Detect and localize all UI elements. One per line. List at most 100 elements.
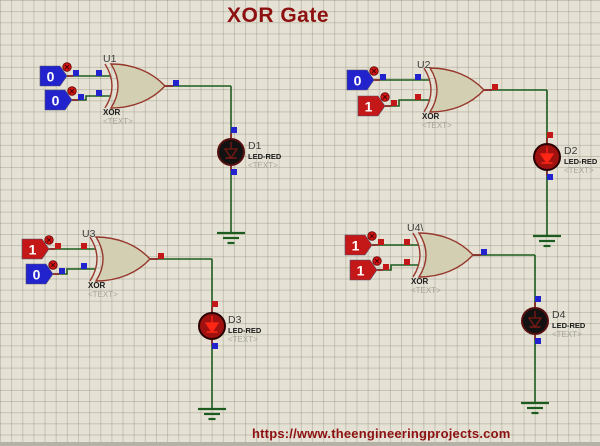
toggle-cross-icon: [369, 233, 375, 239]
xor-back-arc: [423, 67, 432, 113]
logic-indicator-square: [380, 74, 386, 80]
logic-state-body[interactable]: [44, 89, 73, 111]
logic-indicator-square: [535, 296, 541, 302]
toggle-cross-icon: [50, 262, 56, 268]
logic-state-pin-U2-b[interactable]: 1: [357, 92, 390, 117]
logic-indicator-square: [78, 94, 84, 100]
gate-placeholder: <TEXT>: [411, 286, 441, 295]
led-triangle-icon: [223, 148, 239, 160]
logic-indicator-square: [415, 94, 421, 100]
logic-state-pin-U4-b[interactable]: 1: [349, 256, 382, 281]
xor-back-arc: [104, 63, 113, 109]
logic-indicator-square: [158, 253, 164, 259]
gate-part-label: XOR: [422, 112, 440, 121]
ground-symbol: [198, 407, 226, 421]
logic-toggle-button[interactable]: [367, 231, 377, 241]
ground-symbol: [533, 234, 561, 248]
window-edge: [0, 442, 600, 446]
led-part-label: LED-RED: [228, 326, 262, 335]
logic-indicator-square: [81, 243, 87, 249]
led-part-label: LED-RED: [552, 321, 586, 330]
logic-toggle-button[interactable]: [67, 86, 77, 96]
logic-state-value: 0: [52, 93, 60, 109]
logic-indicator-square: [231, 169, 237, 175]
logic-state-pin-U4-a[interactable]: 1: [344, 231, 377, 256]
logic-state-value: 1: [352, 238, 360, 254]
toggle-cross-icon: [46, 237, 52, 243]
logic-state-body[interactable]: [25, 263, 54, 285]
logic-state-pin-U2-a[interactable]: 0: [346, 66, 379, 91]
toggle-cross-icon: [69, 88, 75, 94]
xor-back-arc: [412, 232, 421, 278]
logic-toggle-button[interactable]: [369, 66, 379, 76]
xor-gate-body[interactable]: [428, 67, 485, 113]
gate-part-label: XOR: [411, 277, 429, 286]
logic-state-body[interactable]: [21, 238, 50, 260]
led-placeholder: <TEXT>: [228, 335, 258, 344]
led-part-label: LED-RED: [248, 152, 282, 161]
led-triangle-icon: [539, 153, 555, 165]
led-body[interactable]: [521, 307, 549, 335]
xor-gate-body[interactable]: [109, 63, 166, 109]
gate-refdes: U4\: [407, 222, 423, 234]
led-refdes: D2: [564, 145, 578, 157]
logic-state-value: 0: [33, 267, 41, 283]
xor-gate-body[interactable]: [94, 236, 151, 282]
logic-indicator-square: [59, 268, 65, 274]
logic-state-body[interactable]: [344, 234, 373, 256]
footer-url: https://www.theengineeringprojects.com: [252, 426, 511, 441]
led-refdes: D1: [248, 140, 262, 152]
logic-state-pin-U1-b[interactable]: 0: [44, 86, 77, 111]
xor-back-arc: [89, 236, 98, 282]
logic-state-pin-U3-b[interactable]: 0: [25, 260, 58, 285]
logic-state-value: 1: [365, 99, 373, 115]
logic-state-body[interactable]: [357, 95, 386, 117]
page-title: XOR Gate: [226, 4, 330, 27]
logic-toggle-button[interactable]: [48, 260, 58, 270]
logic-state-body[interactable]: [39, 65, 68, 87]
logic-indicator-square: [492, 84, 498, 90]
led-placeholder: <TEXT>: [552, 330, 582, 339]
logic-indicator-square: [96, 90, 102, 96]
gate-refdes: U1: [103, 53, 117, 65]
xor-gate-U4[interactable]: U4\ XOR<TEXT>: [407, 222, 474, 295]
toggle-cross-icon: [64, 64, 70, 70]
xor-gate-body[interactable]: [417, 232, 474, 278]
logic-state-value: 1: [357, 263, 365, 279]
logic-toggle-button[interactable]: [62, 62, 72, 72]
logic-indicator-square: [481, 249, 487, 255]
logic-state-pin-U1-a[interactable]: 0: [39, 62, 72, 87]
ground-symbol: [521, 401, 549, 415]
led-body[interactable]: [217, 138, 245, 166]
logic-toggle-button[interactable]: [380, 92, 390, 102]
gate-part-label: XOR: [103, 108, 121, 117]
logic-indicator-square: [73, 70, 79, 76]
ground-symbol: [217, 231, 245, 245]
logic-indicator-square: [81, 263, 87, 269]
led-placeholder: <TEXT>: [564, 166, 594, 175]
gate-refdes: U2: [417, 59, 431, 71]
logic-state-body[interactable]: [346, 69, 375, 91]
logic-indicator-square: [378, 239, 384, 245]
logic-indicator-square: [415, 74, 421, 80]
logic-toggle-button[interactable]: [44, 235, 54, 245]
logic-state-body[interactable]: [349, 259, 378, 281]
led-triangle-icon: [204, 322, 220, 334]
led-refdes: D3: [228, 314, 242, 326]
logic-toggle-button[interactable]: [372, 256, 382, 266]
logic-state-pin-U3-a[interactable]: 1: [21, 235, 54, 260]
logic-indicator-square: [391, 100, 397, 106]
led-triangle-icon: [527, 317, 543, 329]
logic-indicator-square: [212, 301, 218, 307]
